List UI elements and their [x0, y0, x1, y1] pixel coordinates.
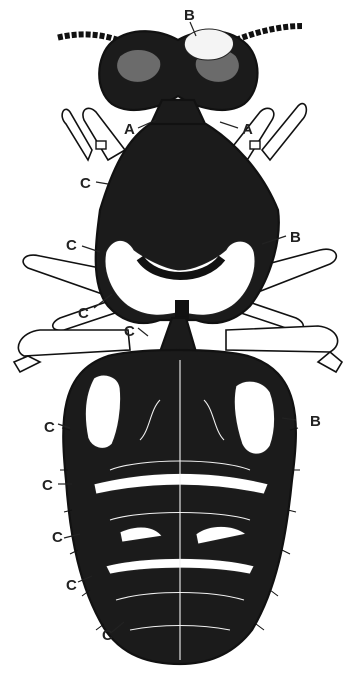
label-c-1: C [80, 175, 91, 192]
antennae [56, 26, 302, 40]
label-a-left: A [124, 121, 135, 138]
label-c-6: C [42, 477, 53, 494]
label-c-3: C [78, 305, 89, 322]
label-c-8: C [66, 577, 77, 594]
label-c-2: C [66, 237, 77, 254]
label-b-abdomen: B [310, 413, 321, 430]
label-b-thorax: B [290, 229, 301, 246]
label-c-4: C [124, 323, 135, 340]
petiole [160, 318, 196, 352]
head [99, 29, 257, 110]
label-a-right: A [242, 121, 253, 138]
abdomen [63, 350, 296, 664]
label-c-7: C [52, 529, 63, 546]
label-b-head: B [184, 7, 195, 24]
label-c-9: C [102, 627, 113, 644]
label-c-5: C [44, 419, 55, 436]
